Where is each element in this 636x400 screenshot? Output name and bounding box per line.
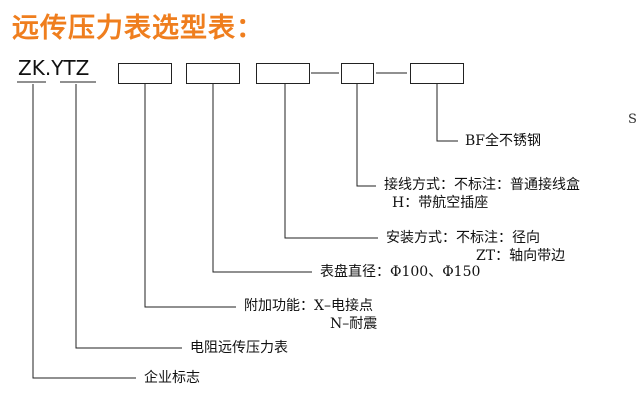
- product-type-label: 电阻远传压力表: [190, 340, 288, 356]
- field-box-2: [186, 63, 240, 84]
- function-label: 附加功能：X–电接点: [244, 298, 373, 314]
- series-code: YTZ: [51, 56, 90, 80]
- brand-label: 企业标志: [144, 370, 200, 386]
- mounting-option-zt: ZT：轴向带边: [476, 248, 566, 264]
- wiring-option-h: H：带航空插座: [392, 195, 489, 211]
- dial-diameter-label: 表盘直径：Φ100、Φ150: [320, 264, 481, 280]
- leader-dial: [212, 84, 312, 273]
- field-box-4: [341, 63, 374, 84]
- field-box-1: [118, 63, 172, 84]
- function-option-n: N–耐震: [330, 316, 378, 332]
- field-box-5: [410, 63, 464, 84]
- leader-material: [436, 84, 458, 142]
- leader-wiring: [356, 84, 376, 187]
- model-code: ZK.YTZ: [18, 58, 89, 78]
- code-dot: .: [44, 56, 52, 80]
- mounting-label: 安装方式：不标注：径向: [386, 230, 540, 246]
- page-title: 远传压力表选型表：: [12, 13, 264, 44]
- edge-fragment: S: [628, 112, 636, 127]
- wiring-label: 接线方式：不标注：普通接线盒: [384, 177, 580, 193]
- material-label: BF全不锈钢: [465, 133, 542, 149]
- leader-function: [144, 84, 236, 308]
- field-box-3: [256, 63, 310, 84]
- leader-type: [75, 84, 182, 349]
- leader-mounting: [284, 84, 378, 239]
- brand-code: ZK: [18, 56, 45, 80]
- leader-brand: [32, 84, 136, 379]
